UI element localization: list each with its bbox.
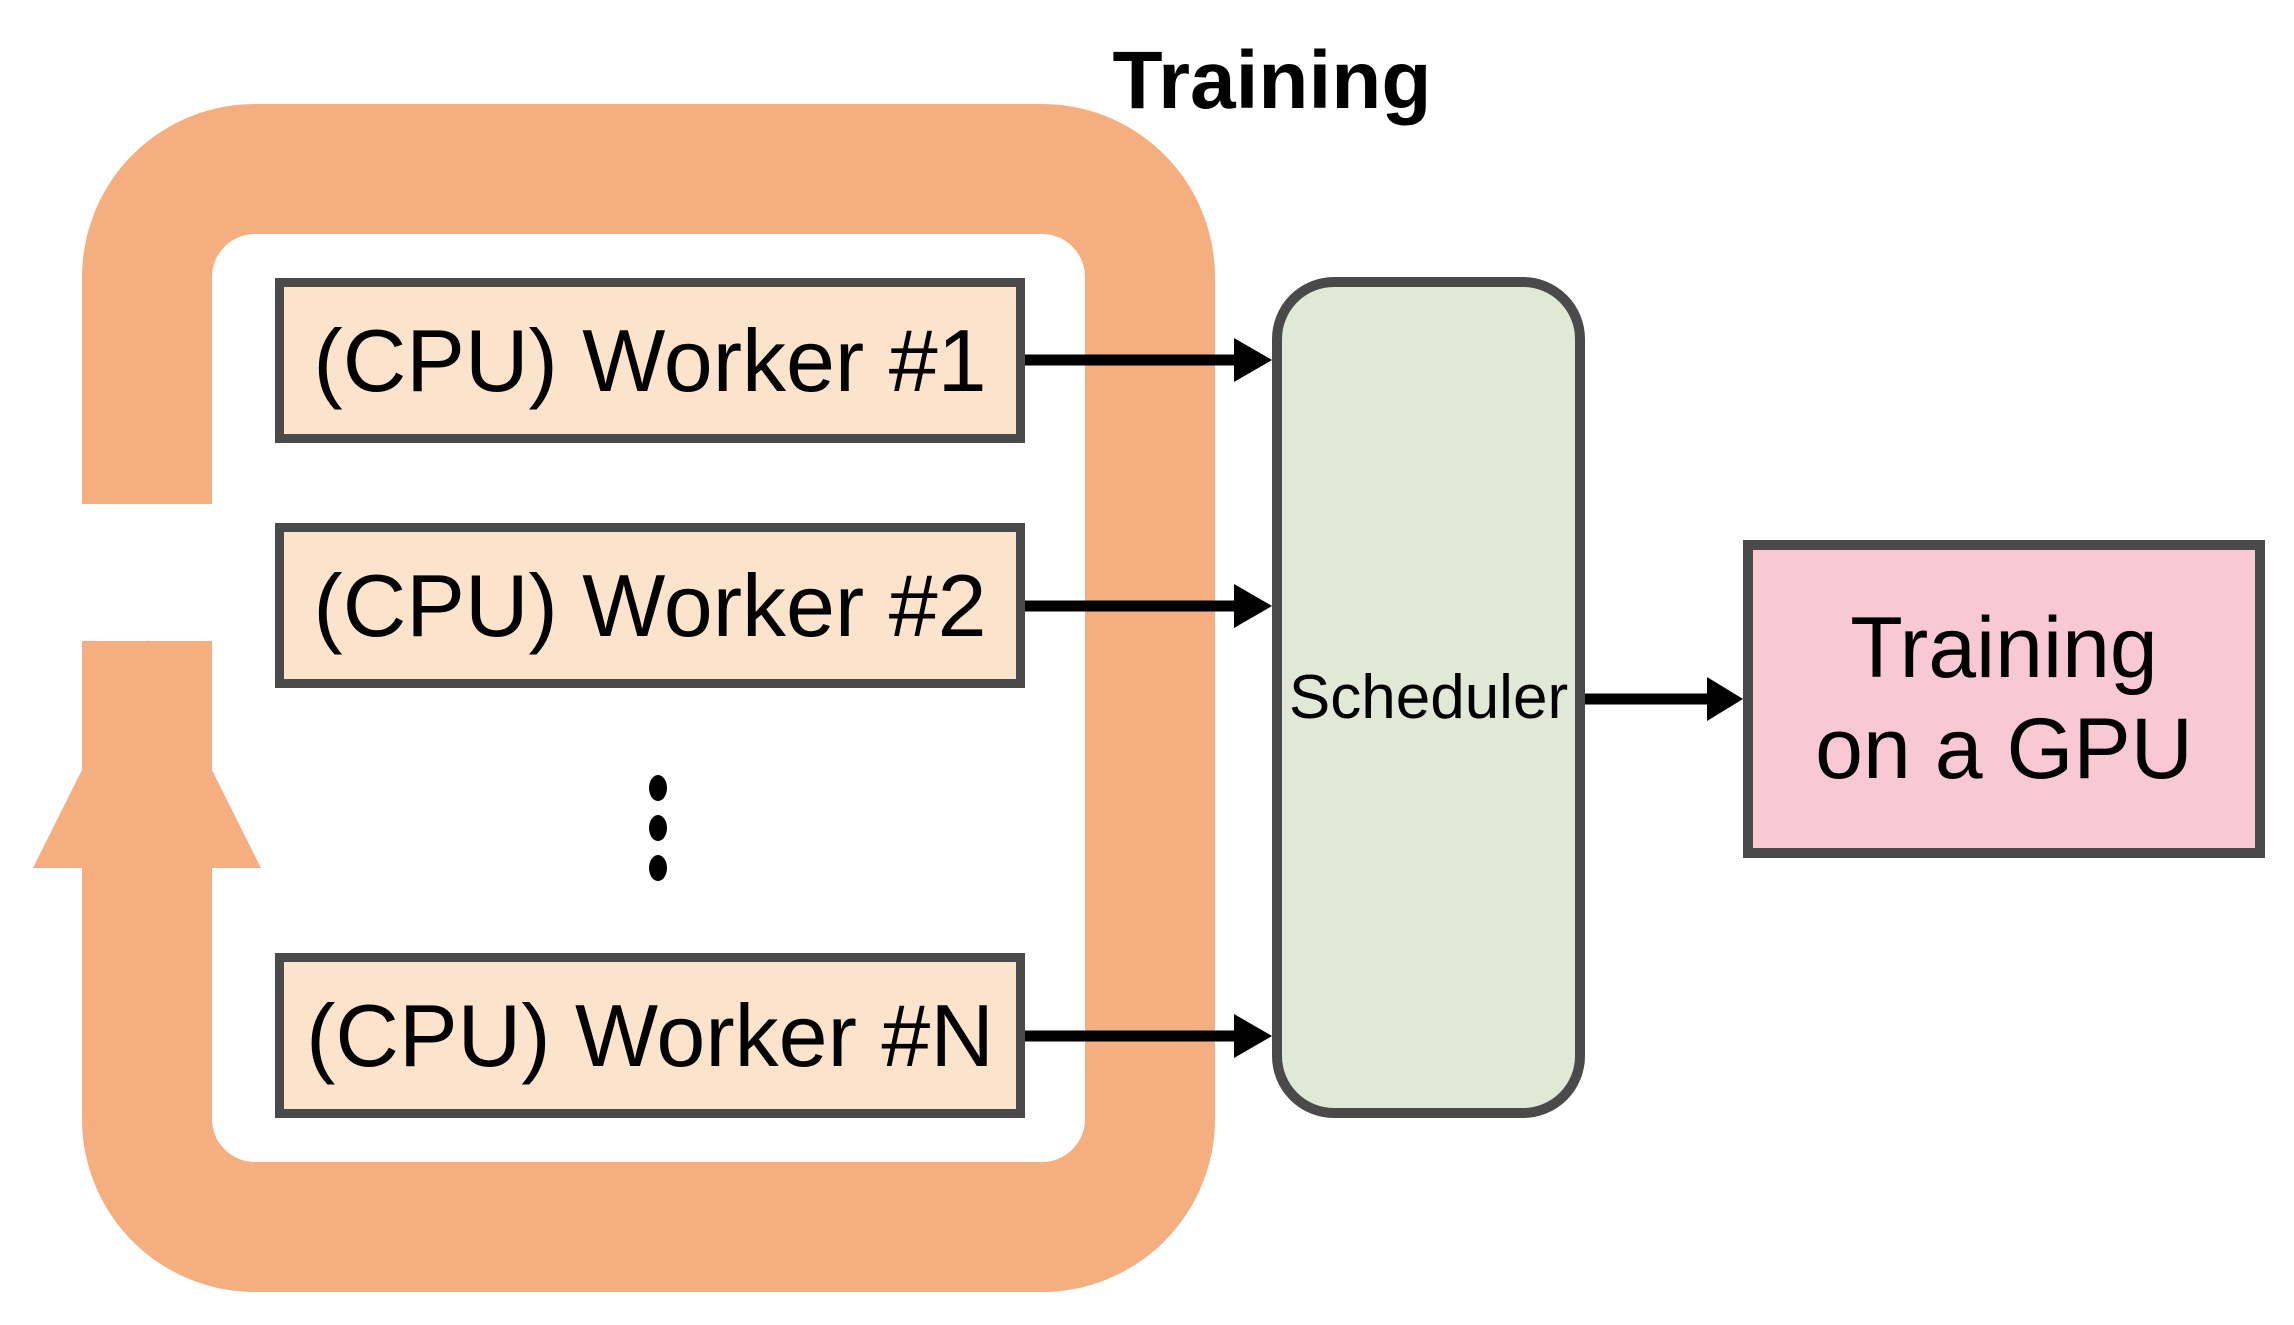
ellipsis-dot-icon <box>649 855 667 881</box>
cpu-worker-n-box: (CPU) Worker #N <box>275 953 1025 1118</box>
arrow-workerN-to-scheduler <box>1025 1014 1272 1058</box>
ellipsis-dot-icon <box>649 815 667 841</box>
arrow-worker1-to-scheduler <box>1025 338 1272 382</box>
cpu-worker-1-box: (CPU) Worker #1 <box>275 278 1025 443</box>
scheduler-box: Scheduler <box>1272 277 1585 1118</box>
loop-arrowhead-up-icon <box>33 640 261 868</box>
cpu-worker-n-label: (CPU) Worker #N <box>306 985 994 1085</box>
gpu-training-label-line2: on a GPU <box>1815 701 2193 797</box>
loop-gap <box>68 504 226 641</box>
gpu-training-label-line1: Training <box>1850 599 2158 696</box>
ellipsis-dot-icon <box>649 775 667 801</box>
scheduler-label: Scheduler <box>1288 662 1569 732</box>
arrow-scheduler-to-gpu <box>1585 677 1743 721</box>
gpu-training-box: Training on a GPU <box>1743 540 2265 858</box>
cpu-worker-2-label: (CPU) Worker #2 <box>313 555 987 655</box>
arrow-worker2-to-scheduler <box>1025 584 1272 628</box>
cpu-worker-2-box: (CPU) Worker #2 <box>275 523 1025 688</box>
cpu-worker-1-label: (CPU) Worker #1 <box>313 310 987 410</box>
diagram-title: Training <box>1112 35 1432 126</box>
